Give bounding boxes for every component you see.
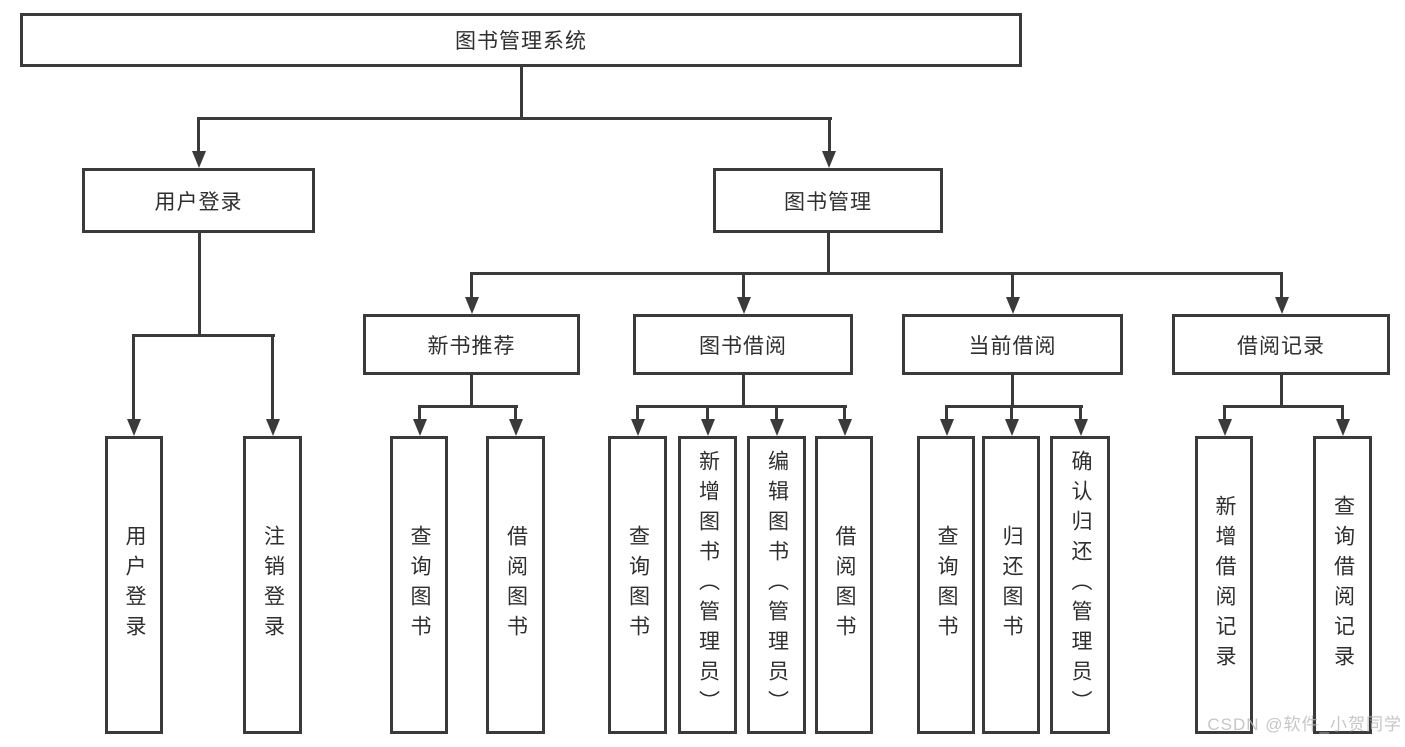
connector-line <box>271 336 274 421</box>
arrow-down-icon <box>940 419 954 436</box>
connector-line <box>1223 405 1344 408</box>
arrow-down-icon <box>838 419 852 436</box>
node-current-borrow: 当前借阅 <box>902 314 1123 375</box>
node-book-management: 图书管理 <box>713 168 943 233</box>
connector-line <box>418 405 518 408</box>
leaf-query-borrow-record-label: 查询借阅记录 <box>1331 495 1355 675</box>
leaf-borrow-books-2-label: 借阅图书 <box>833 525 856 645</box>
connector-line <box>1011 375 1014 406</box>
node-borrow-records: 借阅记录 <box>1172 314 1390 375</box>
node-new-book-recommend-label: 新书推荐 <box>427 334 516 358</box>
leaf-query-borrow-record: 查询借阅记录 <box>1313 436 1372 734</box>
connector-line <box>775 407 778 421</box>
connector-line <box>514 407 517 421</box>
arrow-down-icon <box>192 151 206 168</box>
leaf-query-books-2: 查询图书 <box>608 436 667 734</box>
arrow-down-icon <box>631 419 645 436</box>
node-user-login-label: 用户登录 <box>154 190 243 214</box>
leaf-add-books-admin: 新增图书（管理员） <box>678 436 737 734</box>
leaf-user-login: 用户登录 <box>105 436 163 734</box>
leaf-borrow-books-2: 借阅图书 <box>815 436 873 734</box>
leaf-edit-books-admin-label: 编辑图书（管理员） <box>765 450 789 720</box>
arrow-down-icon <box>1218 419 1232 436</box>
connector-line <box>945 405 1083 408</box>
arrow-down-icon <box>1005 419 1019 436</box>
watermark: CSDN @软件_小贺同学 <box>1207 715 1402 734</box>
arrow-down-icon <box>737 297 751 314</box>
connector-line <box>520 67 523 118</box>
connector-line <box>1280 274 1283 299</box>
connector-line <box>132 334 275 337</box>
leaf-borrow-books-1-label: 借阅图书 <box>504 525 528 645</box>
connector-line <box>1011 274 1014 299</box>
connector-line <box>742 375 745 406</box>
leaf-add-borrow-record: 新增借阅记录 <box>1195 436 1253 734</box>
leaf-return-books-label: 归还图书 <box>1000 525 1023 645</box>
arrow-down-icon <box>1006 297 1020 314</box>
leaf-logout-label: 注销登录 <box>261 525 285 645</box>
connector-line <box>742 274 745 299</box>
connector-line <box>843 407 846 421</box>
arrow-down-icon <box>1275 297 1289 314</box>
leaf-return-books: 归还图书 <box>982 436 1040 734</box>
connector-line <box>706 407 709 421</box>
arrow-down-icon <box>509 419 523 436</box>
connector-line <box>1079 407 1082 421</box>
arrow-down-icon <box>1336 419 1350 436</box>
connector-line <box>1223 407 1226 421</box>
arrow-down-icon <box>701 419 715 436</box>
connector-line <box>636 405 847 408</box>
arrow-down-icon <box>413 419 427 436</box>
leaf-borrow-books-1: 借阅图书 <box>486 436 545 734</box>
leaf-add-borrow-record-label: 新增借阅记录 <box>1213 495 1236 675</box>
connector-line <box>197 119 200 153</box>
connector-line <box>945 407 948 421</box>
node-current-borrow-label: 当前借阅 <box>968 334 1057 358</box>
leaf-confirm-return-admin: 确认归还（管理员） <box>1050 436 1110 734</box>
node-book-borrow-label: 图书借阅 <box>699 334 787 358</box>
leaf-add-books-admin-label: 新增图书（管理员） <box>696 450 720 720</box>
leaf-edit-books-admin: 编辑图书（管理员） <box>747 436 806 734</box>
arrow-down-icon <box>770 419 784 436</box>
leaf-query-books-1: 查询图书 <box>390 436 448 734</box>
connector-line <box>1010 407 1013 421</box>
connector-line <box>636 407 639 421</box>
arrow-down-icon <box>465 297 479 314</box>
connector-line <box>132 336 135 421</box>
node-root-label: 图书管理系统 <box>455 30 587 53</box>
leaf-query-books-3-label: 查询图书 <box>935 525 958 645</box>
node-new-book-recommend: 新书推荐 <box>363 314 580 375</box>
arrow-down-icon <box>266 419 280 436</box>
connector-line <box>828 119 831 153</box>
leaf-query-books-2-label: 查询图书 <box>626 525 650 645</box>
connector-line <box>470 272 1283 275</box>
connector-line <box>418 407 421 421</box>
connector-line <box>1341 407 1344 421</box>
connector-line <box>197 117 832 120</box>
leaf-confirm-return-admin-label: 确认归还（管理员） <box>1069 450 1092 720</box>
node-book-borrow: 图书借阅 <box>633 314 853 375</box>
connector-line <box>470 375 473 406</box>
node-user-login: 用户登录 <box>82 168 315 233</box>
leaf-logout: 注销登录 <box>243 436 302 734</box>
connector-line <box>470 274 473 299</box>
arrow-down-icon <box>127 419 141 436</box>
node-root: 图书管理系统 <box>20 13 1022 67</box>
node-borrow-records-label: 借阅记录 <box>1237 334 1325 358</box>
connector-line <box>1280 375 1283 406</box>
leaf-query-books-1-label: 查询图书 <box>408 525 431 645</box>
leaf-user-login-label: 用户登录 <box>123 525 146 645</box>
connector-line <box>198 233 201 335</box>
node-book-management-label: 图书管理 <box>784 190 872 214</box>
arrow-down-icon <box>1074 419 1088 436</box>
connector-line <box>827 233 830 273</box>
arrow-down-icon <box>822 151 836 168</box>
leaf-query-books-3: 查询图书 <box>917 436 975 734</box>
